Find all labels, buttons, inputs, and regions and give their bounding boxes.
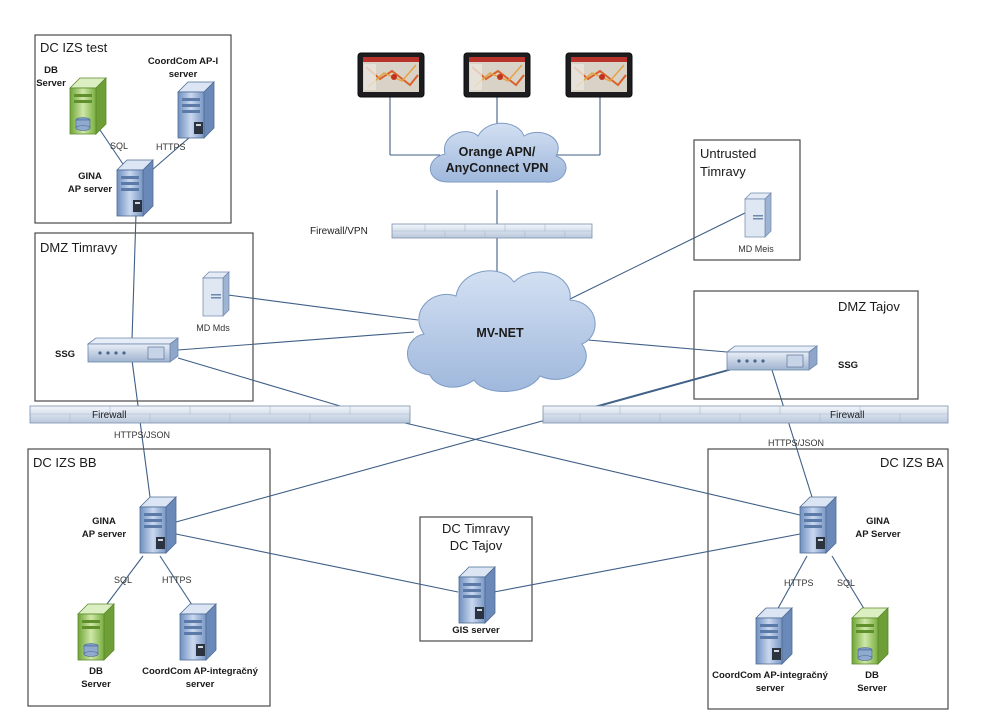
zone-title-dmz-timravy: DMZ Timravy bbox=[40, 240, 118, 255]
test-db-label-2: Server bbox=[36, 78, 66, 89]
ba-coordcom-label-1: CoordCom AP-integračný bbox=[712, 670, 828, 681]
zone-title-untrusted-line2: Timravy bbox=[700, 164, 746, 179]
link-ssg-fw bbox=[177, 357, 341, 407]
link-ssg-mvnet bbox=[177, 331, 415, 351]
ba-gina-label-1: GINA bbox=[866, 516, 890, 527]
md-meis-server-icon bbox=[744, 192, 772, 238]
link-ssgright-bagina bbox=[771, 369, 813, 498]
md-mds-label: MD Mds bbox=[196, 323, 230, 333]
md-mds-server-icon bbox=[202, 271, 230, 317]
bb-gina-server-icon bbox=[139, 496, 177, 554]
zone-dc-izs-ba bbox=[707, 448, 949, 710]
ba-gina-server-icon bbox=[799, 496, 837, 554]
ba-coordcom-server-icon bbox=[755, 607, 793, 665]
md-meis-label: MD Meis bbox=[738, 244, 774, 254]
test-gina-server-icon bbox=[116, 159, 154, 217]
test-coordcom-label-2: server bbox=[169, 69, 198, 80]
test-coordcom-server-icon bbox=[177, 81, 215, 139]
zone-title-dmz-tajov: DMZ Tajov bbox=[838, 299, 900, 314]
test-db-server-icon bbox=[69, 77, 107, 135]
gis-server-icon bbox=[458, 566, 496, 624]
link-bb-https bbox=[159, 555, 195, 609]
bb-db-label-2: Server bbox=[81, 679, 111, 690]
ba-db-label-2: Server bbox=[857, 683, 887, 694]
firewall-left-label: Firewall bbox=[92, 410, 126, 421]
zone-title-untrusted-line1: Untrusted bbox=[700, 146, 756, 161]
link-ba-sql bbox=[831, 555, 867, 613]
ssg-left-label: SSG bbox=[55, 349, 75, 360]
link-mdmds-mvnet bbox=[227, 294, 419, 321]
bb-gina-label-1: GINA bbox=[92, 516, 116, 527]
tablet-device-2 bbox=[463, 52, 531, 98]
link-bagina-gis bbox=[493, 533, 801, 593]
firewall-vpn-label: Firewall/VPN bbox=[310, 226, 368, 237]
bb-https-label: HTTPS bbox=[162, 575, 192, 585]
ba-db-label-1: DB bbox=[865, 670, 879, 681]
test-coordcom-label-1: CoordCom AP-I bbox=[148, 56, 218, 67]
zone-title-dc-izs-ba: DC IZS BA bbox=[880, 455, 944, 470]
bb-coordcom-label-2: server bbox=[186, 679, 215, 690]
ssg-right-label: SSG bbox=[838, 360, 858, 371]
link-testgina-ssg bbox=[131, 213, 137, 341]
cloud-apn-label-1: Orange APN/ bbox=[459, 145, 536, 159]
tablet-device-1 bbox=[357, 52, 425, 98]
cloud-orange-apn: Orange APN/ AnyConnect VPN bbox=[429, 122, 567, 183]
zone-title-dc-tajov: DC Tajov bbox=[450, 538, 503, 553]
firewall-vpn bbox=[391, 223, 593, 239]
test-gina-label-2: AP server bbox=[68, 184, 112, 195]
zone-dmz-timravy bbox=[34, 232, 254, 402]
link-test-sql bbox=[99, 129, 128, 171]
test-db-label-1: DB bbox=[44, 65, 58, 76]
test-https-label: HTTPS bbox=[156, 142, 186, 152]
bb-sql-label: SQL bbox=[114, 575, 132, 585]
test-sql-label: SQL bbox=[110, 141, 128, 151]
bb-db-server-icon bbox=[77, 603, 115, 661]
firewall-left bbox=[29, 405, 411, 424]
ssg-left-device bbox=[86, 337, 180, 363]
zone-title-dc-izs-bb: DC IZS BB bbox=[33, 455, 97, 470]
cloud-mv-net: MV-NET bbox=[407, 270, 596, 392]
link-bbgina-gis bbox=[175, 533, 459, 593]
gis-server-label: GIS server bbox=[452, 625, 500, 636]
link-mdmeis-mvnet bbox=[567, 211, 748, 301]
link-ssgright-fw bbox=[599, 369, 731, 407]
ba-coordcom-label-2: server bbox=[756, 683, 785, 694]
ba-db-server-icon bbox=[851, 607, 889, 665]
https-json-right-label: HTTPS/JSON bbox=[768, 438, 824, 448]
firewall-right bbox=[542, 405, 949, 424]
link-bbgina-ssgright bbox=[175, 369, 728, 523]
bb-gina-label-2: AP server bbox=[82, 529, 126, 540]
firewall-right-label: Firewall bbox=[830, 410, 864, 421]
ba-gina-label-2: AP Server bbox=[855, 529, 901, 540]
cloud-apn-label-2: AnyConnect VPN bbox=[446, 161, 549, 175]
ba-https-label: HTTPS bbox=[784, 578, 814, 588]
connections bbox=[99, 97, 867, 613]
link-ba-https bbox=[775, 555, 808, 613]
bb-coordcom-server-icon bbox=[179, 603, 217, 661]
link-mvnet-ssgright bbox=[587, 339, 728, 353]
link-ssg-bbgina bbox=[131, 359, 151, 498]
link-fw-bagina bbox=[404, 422, 801, 516]
ssg-right-device bbox=[725, 345, 819, 371]
link-test-https bbox=[151, 136, 191, 171]
tablet-device-3 bbox=[565, 52, 633, 98]
zone-title-dc-izs-test: DC IZS test bbox=[40, 40, 108, 55]
ba-sql-label: SQL bbox=[837, 578, 855, 588]
test-gina-label-1: GINA bbox=[78, 171, 102, 182]
cloud-mvnet-label: MV-NET bbox=[476, 326, 524, 340]
bb-db-label-1: DB bbox=[89, 666, 103, 677]
link-bb-sql bbox=[103, 555, 144, 609]
https-json-left-label: HTTPS/JSON bbox=[114, 430, 170, 440]
bb-coordcom-label-1: CoordCom AP-integračný bbox=[142, 666, 258, 677]
zone-dmz-tajov bbox=[693, 290, 919, 400]
zone-title-dc-timravy: DC Timravy bbox=[442, 521, 510, 536]
